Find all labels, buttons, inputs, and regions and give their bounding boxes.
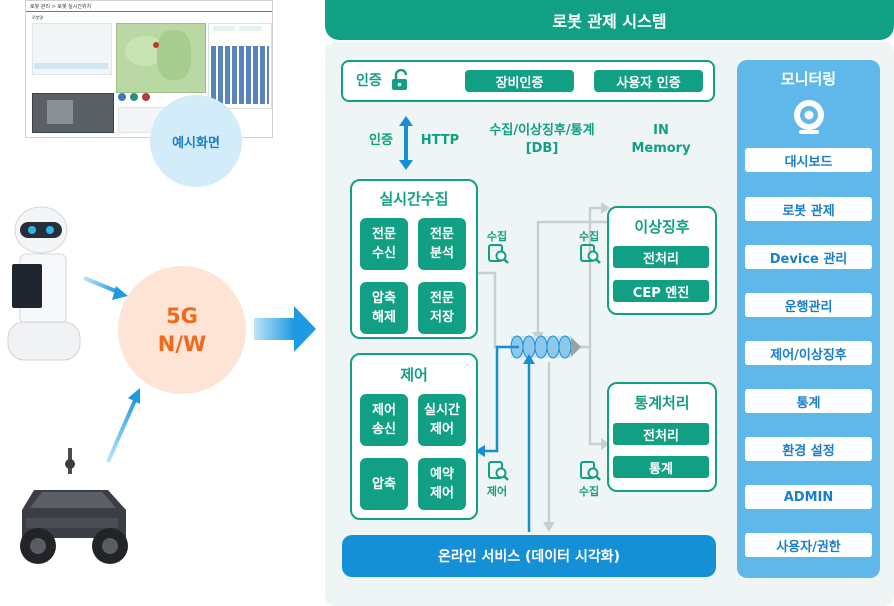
screenshot-list-highlight xyxy=(34,63,108,69)
menu-user-permissions[interactable]: 사용자/권한 xyxy=(745,533,872,557)
menu-dashboard[interactable]: 대시보드 xyxy=(745,148,872,172)
menu-environment-settings[interactable]: 환경 설정 xyxy=(745,437,872,461)
db-note-line1: 수집/이상징후/통계 xyxy=(489,123,595,138)
screenshot-table xyxy=(208,23,272,109)
collect-label-3: 수집 xyxy=(578,485,600,498)
patrol-robot-icon xyxy=(20,448,128,564)
memory-note-line2: Memory xyxy=(631,141,691,156)
auth-double-arrow xyxy=(399,116,413,170)
5g-network: 5G N/W xyxy=(118,266,246,394)
service-robot-icon xyxy=(7,206,81,361)
auth-label: 인증 xyxy=(356,73,382,89)
menu-robot-control[interactable]: 로봇 관제 xyxy=(745,197,872,221)
realtime-collect-title: 실시간수집 xyxy=(379,190,449,208)
network-line2: N/W xyxy=(157,332,207,356)
statistics-box: 통계 xyxy=(613,456,709,478)
system-title: 로봇 관제 시스템 xyxy=(325,0,894,40)
example-screen-bubble: 예시화면 xyxy=(150,95,242,187)
webcam-icon xyxy=(794,100,824,134)
device-auth-button[interactable]: 장비인증 xyxy=(465,70,574,92)
anomaly-preprocess-box: 전처리 xyxy=(613,246,709,268)
search-document-icon xyxy=(488,244,509,264)
network-arrows xyxy=(83,276,316,463)
screenshot-topbar xyxy=(26,11,272,12)
flow-lines xyxy=(475,202,610,532)
auth-flow-note: 인증 xyxy=(369,133,393,148)
example-screenshot: 로봇 관리 > 로봇 실시간위치 로봇명 xyxy=(25,0,273,138)
memory-note-line1: IN xyxy=(653,123,669,138)
online-service-bar: 온라인 서비스 (데이터 시각화) xyxy=(342,535,716,577)
memory-note: IN Memory xyxy=(626,122,696,158)
anomaly-title: 이상징후 xyxy=(634,218,690,236)
menu-device-management[interactable]: Device 관리 xyxy=(745,245,872,269)
screenshot-map xyxy=(116,23,206,93)
monitoring-title: 모니터링 xyxy=(780,70,837,88)
search-document-icon xyxy=(580,461,601,481)
statistics-preprocess-box: 전처리 xyxy=(613,423,709,445)
menu-statistics[interactable]: 통계 xyxy=(745,389,872,413)
collect-label-2: 수집 xyxy=(578,230,600,243)
compress-box: 압축 xyxy=(360,458,408,510)
screenshot-camera-view xyxy=(32,93,114,133)
control-title: 제어 xyxy=(400,366,428,384)
menu-control-anomaly[interactable]: 제어/이상징후 xyxy=(745,341,872,365)
control-label: 제어 xyxy=(486,485,508,498)
user-auth-button[interactable]: 사용자 인증 xyxy=(594,70,703,92)
statistics-title: 통계처리 xyxy=(634,394,690,412)
cep-engine-box: CEP 엔진 xyxy=(613,280,709,302)
network-line1: 5G xyxy=(166,304,198,328)
search-document-icon xyxy=(580,244,601,264)
screenshot-section-title: 로봇명 xyxy=(32,15,44,20)
search-document-icon xyxy=(488,461,509,481)
collect-label-1: 수집 xyxy=(486,230,508,243)
unlock-icon xyxy=(392,69,408,90)
menu-operation-management[interactable]: 운행관리 xyxy=(745,293,872,317)
db-note: 수집/이상징후/통계 [DB] xyxy=(480,122,604,158)
menu-admin[interactable]: ADMIN xyxy=(745,485,872,509)
http-note: HTTP xyxy=(420,133,460,148)
screenshot-breadcrumb: 로봇 관리 > 로봇 실시간위치 xyxy=(30,4,92,10)
db-note-line2: [DB] xyxy=(525,141,559,156)
